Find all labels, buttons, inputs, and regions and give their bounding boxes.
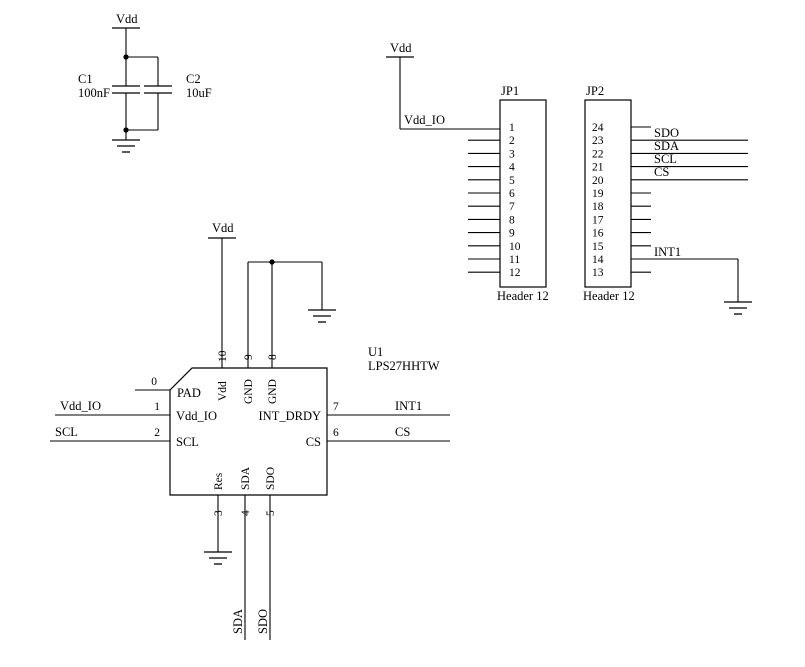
u1-pin8-number: 8: [267, 354, 279, 360]
u1-pin6-number: 6: [333, 427, 339, 439]
jp2-part-label: Header 12: [583, 289, 635, 303]
jp1-pin-number: 11: [509, 254, 520, 266]
net-label-vdd-io: Vdd_IO: [404, 113, 445, 127]
vdd-symbol-topleft: Vdd: [112, 12, 140, 29]
u1-pin1-number: 1: [154, 401, 160, 413]
jp1-pin-number: 2: [509, 135, 515, 147]
jp2-pin-number: 23: [592, 135, 604, 147]
jp2-pin-number: 13: [592, 267, 604, 279]
vdd-label: Vdd: [212, 221, 234, 235]
junction-dot: [269, 259, 275, 265]
u1-pin9-label: GND: [243, 379, 255, 404]
u1-pin5-label: SDO: [265, 467, 277, 490]
u1-pin2-number: 2: [154, 427, 160, 439]
jp1-pin-number: 4: [509, 162, 515, 174]
vdd-label: Vdd: [116, 12, 138, 26]
vdd-symbol-chip: Vdd: [208, 221, 236, 239]
jp2-pin-number: 18: [592, 201, 604, 213]
jp1-part-label: Header 12: [497, 289, 549, 303]
u1-pin2-label: SCL: [176, 435, 199, 449]
u1-pad-label: PAD: [177, 386, 201, 400]
u1-pin8-label: GND: [267, 379, 279, 404]
u1-ref-label: U1: [368, 345, 383, 359]
net-label-int1: INT1: [654, 245, 681, 259]
jp2-pin-number: 19: [592, 188, 604, 200]
jp1-pin-number: 8: [509, 214, 515, 226]
c1-value-label: 100nF: [78, 86, 110, 100]
jp2-pin-number: 21: [592, 162, 604, 174]
jp1-body: [499, 99, 547, 288]
jp2-pin-number: 22: [592, 148, 604, 160]
header-jp2: JP2 Header 12 24 23 22 21 20 19 18 17 16…: [583, 84, 752, 315]
chip-u1: U1 LPS27HHTW Vdd 10 9 8 Vdd GND GND: [50, 221, 450, 640]
jp2-ref-label: JP2: [586, 84, 604, 98]
jp1-pin-number: 3: [509, 148, 515, 160]
u1-pin9-number: 9: [243, 354, 255, 360]
u1-body: [169, 367, 328, 496]
u1-pin1-label: Vdd_IO: [176, 409, 217, 423]
net-label-sda: SDA: [654, 139, 679, 153]
jp1-pin-number: 5: [509, 175, 515, 187]
net-label-cs: CS: [654, 165, 669, 179]
u1-pin4-number: 4: [240, 510, 252, 516]
u1-pin10-label: Vdd: [217, 381, 229, 401]
capacitor-c2: C2 10uF: [144, 72, 212, 100]
jp1-ref-label: JP1: [501, 84, 519, 98]
header-jp1: JP1 Header 12 1 2 3 4 5 6 7 8 9 10 11 12: [468, 84, 549, 303]
ground-symbol-res-pin: [204, 551, 232, 565]
u1-pin3-number: 3: [213, 510, 225, 516]
jp2-pin-number: 24: [592, 122, 604, 134]
jp1-pin-number: 10: [509, 241, 521, 253]
ground-symbol-topleft: [112, 139, 140, 153]
jp1-pin-number: 7: [509, 201, 515, 213]
u1-pad-number: 0: [151, 376, 157, 388]
vdd-symbol-rail: Vdd: [386, 41, 414, 58]
u1-pin3-label: Res: [213, 472, 225, 490]
jp1-pin-number: 12: [509, 267, 521, 279]
jp2-pin-number: 15: [592, 241, 604, 253]
c2-value-label: 10uF: [186, 86, 212, 100]
u1-pin5-number: 5: [265, 510, 277, 516]
u1-pin6-label: CS: [306, 435, 321, 449]
ground-symbol-chip-gnd: [308, 309, 336, 323]
net-label-sdo-bottom: SDO: [256, 609, 270, 634]
jp1-pin-number: 9: [509, 228, 515, 240]
jp2-pin-number: 14: [592, 254, 604, 266]
vdd-rail-section: Vdd Vdd_IO: [386, 41, 500, 130]
capacitor-c1: C1 100nF: [78, 72, 140, 100]
jp2-pin-number: 17: [592, 214, 604, 226]
junction-dot: [123, 127, 129, 133]
jp1-pin-number: 6: [509, 188, 515, 200]
u1-pin7-number: 7: [333, 401, 339, 413]
net-label-sda-bottom: SDA: [231, 609, 245, 634]
net-label-cs-chip: CS: [395, 425, 410, 439]
net-label-scl-left: SCL: [55, 425, 78, 439]
u1-pin7-label: INT_DRDY: [259, 409, 322, 423]
jp2-pin-number: 20: [592, 175, 604, 187]
jp1-pin-number: 1: [509, 122, 515, 134]
c2-ref-label: C2: [186, 72, 201, 86]
u1-pin4-label: SDA: [240, 466, 252, 490]
c1-ref-label: C1: [78, 72, 93, 86]
decoupling-section: Vdd C1 100nF C2 10uF: [78, 12, 212, 153]
net-label-scl: SCL: [654, 152, 677, 166]
net-label-sdo: SDO: [654, 126, 679, 140]
net-label-int1-chip: INT1: [395, 399, 422, 413]
ground-symbol-bottomright: [724, 301, 752, 315]
vdd-label: Vdd: [390, 41, 412, 55]
net-label-vdd-io-left: Vdd_IO: [60, 399, 101, 413]
u1-pin10-number: 10: [217, 350, 229, 362]
jp2-pin-number: 16: [592, 228, 604, 240]
u1-part-label: LPS27HHTW: [368, 359, 440, 373]
junction-dot: [123, 54, 129, 60]
